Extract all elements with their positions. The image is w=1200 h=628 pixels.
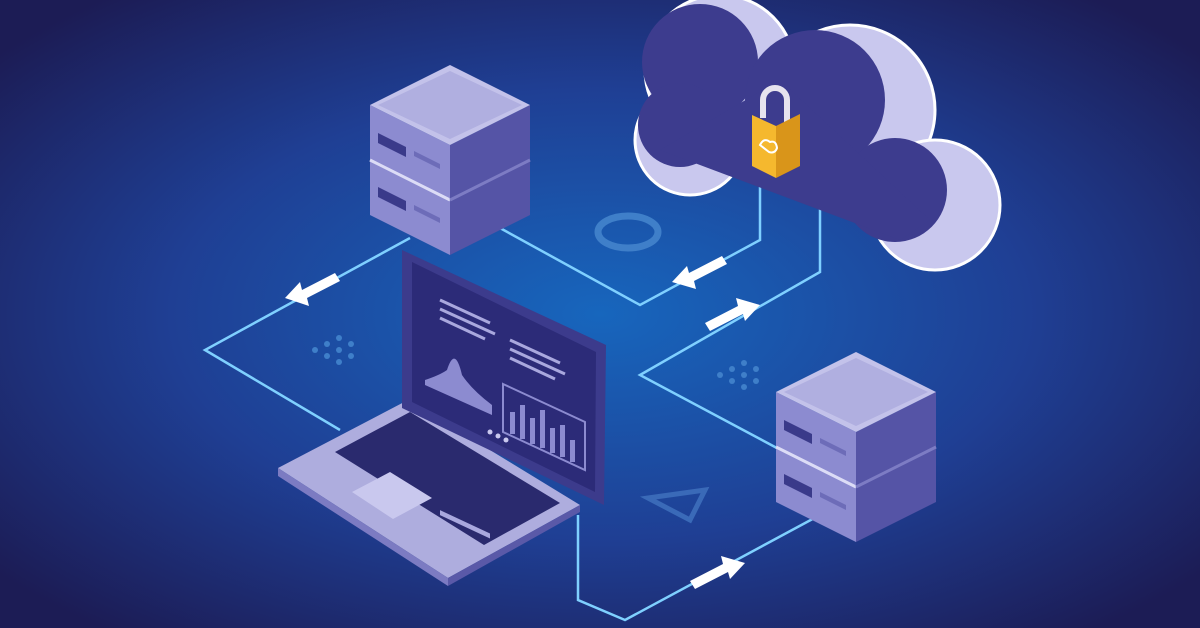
laptop-icon [278, 250, 606, 586]
server-icon [774, 350, 938, 544]
arrow-icon [285, 273, 340, 306]
arrow-icon [690, 556, 745, 589]
server-icon [368, 63, 532, 257]
ring-icon [594, 212, 662, 252]
arrow-icons [285, 256, 760, 589]
dot-grid-icon [312, 335, 354, 365]
triangle-icon [639, 486, 710, 524]
arrow-icon [705, 298, 760, 331]
padlock-icon [752, 85, 800, 178]
arrow-icon [672, 256, 727, 289]
dot-grid-icon [717, 360, 759, 390]
